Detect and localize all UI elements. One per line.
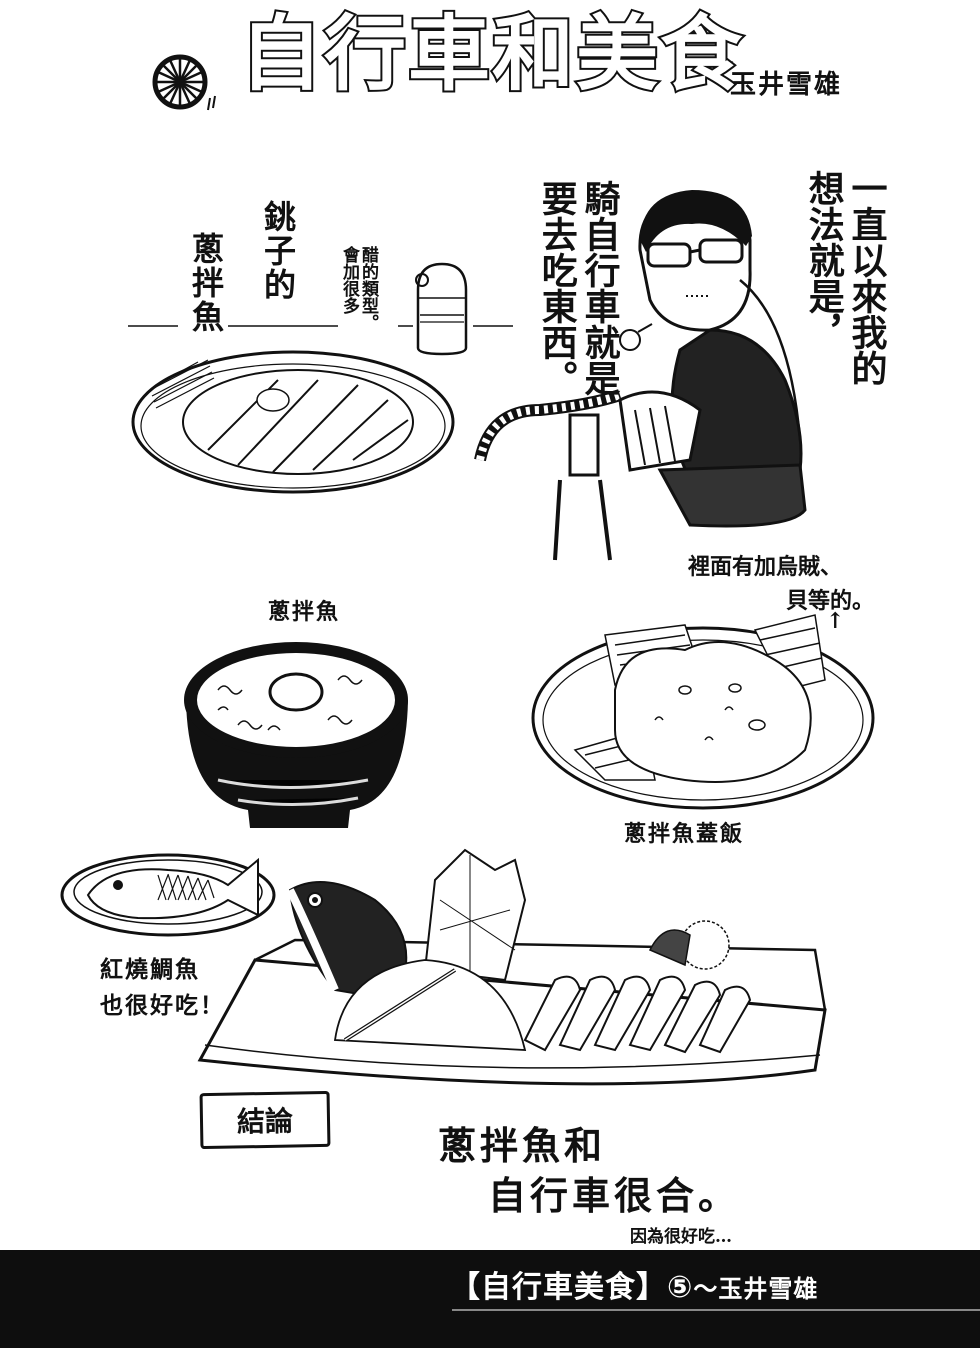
footer-episode-number: ⑤ — [667, 1270, 694, 1305]
page-title: 自行車和美食 — [238, 7, 745, 102]
ingredients-note-line-1: 裡面有加烏賊、 — [688, 554, 843, 580]
tai-label: 紅燒鯛魚 也很好吃！ — [100, 952, 225, 1023]
speech-left-col-1: 騎自行車就是 — [578, 180, 621, 396]
ingredients-note-line-2: 貝等的。 — [786, 588, 875, 615]
dish-label-negi: 蔥拌魚 — [187, 232, 225, 334]
red-snapper-plate-illustration — [60, 853, 276, 937]
cyclist-illustration — [474, 190, 807, 561]
arrow-icon: ↑ — [826, 608, 845, 634]
vinegar-note-col-2: 醋的類型。 — [358, 246, 378, 331]
footer-author: 玉井雪雄 — [718, 1275, 819, 1303]
conclusion-subtext: 因為很好吃… — [630, 1227, 732, 1247]
ingredients-note: 裡面有加烏賊、 貝等的。 — [688, 550, 874, 618]
tai-label-line-2: 也很好吃！ — [100, 991, 225, 1019]
conclusion-line-2: 自行車很合。 — [488, 1173, 741, 1218]
bicycle-wheel-icon — [152, 54, 216, 111]
dish-label-choshi: 銚子的 — [259, 200, 297, 302]
footer-divider — [452, 1309, 980, 1311]
donburi-plate-illustration — [531, 614, 875, 810]
speech-right-col-2: 想法就是， — [802, 170, 845, 350]
bowl-label: 蔥拌魚 — [268, 599, 341, 625]
negi-bowl-illustration — [184, 642, 408, 828]
tai-label-line-1: 紅燒鯛魚 — [100, 956, 200, 983]
speech-text-left: 要去吃東西。 騎自行車就是 — [535, 180, 621, 396]
vinegar-note-col-1: 會加很多 — [339, 246, 359, 314]
conclusion-line-1: 蔥拌魚和 — [438, 1123, 607, 1168]
footer-separator: ～ — [693, 1275, 719, 1303]
speech-left-col-2: 要去吃東西。 — [535, 180, 578, 396]
horizon-line — [128, 325, 513, 327]
footer-series-name: 【自行車美食】 — [450, 1270, 667, 1305]
speech-right-col-1: 一直以來我的 — [845, 170, 888, 386]
footer-series-title: 【自行車美食】⑤～玉井雪雄 — [450, 1262, 818, 1306]
vinegar-jar-illustration — [415, 262, 468, 356]
sashimi-plate-illustration — [131, 350, 455, 494]
vinegar-note: 會加很多 醋的類型。 — [339, 246, 378, 331]
footer-band — [0, 1250, 980, 1348]
donburi-label: 蔥拌魚蓋飯 — [624, 821, 745, 847]
author-name: 玉井雪雄 — [730, 70, 843, 100]
conclusion-label-box: 結論 — [199, 1090, 331, 1150]
speech-text-right: 想法就是， 一直以來我的 — [802, 170, 888, 386]
sashimi-board-illustration — [197, 848, 827, 1086]
